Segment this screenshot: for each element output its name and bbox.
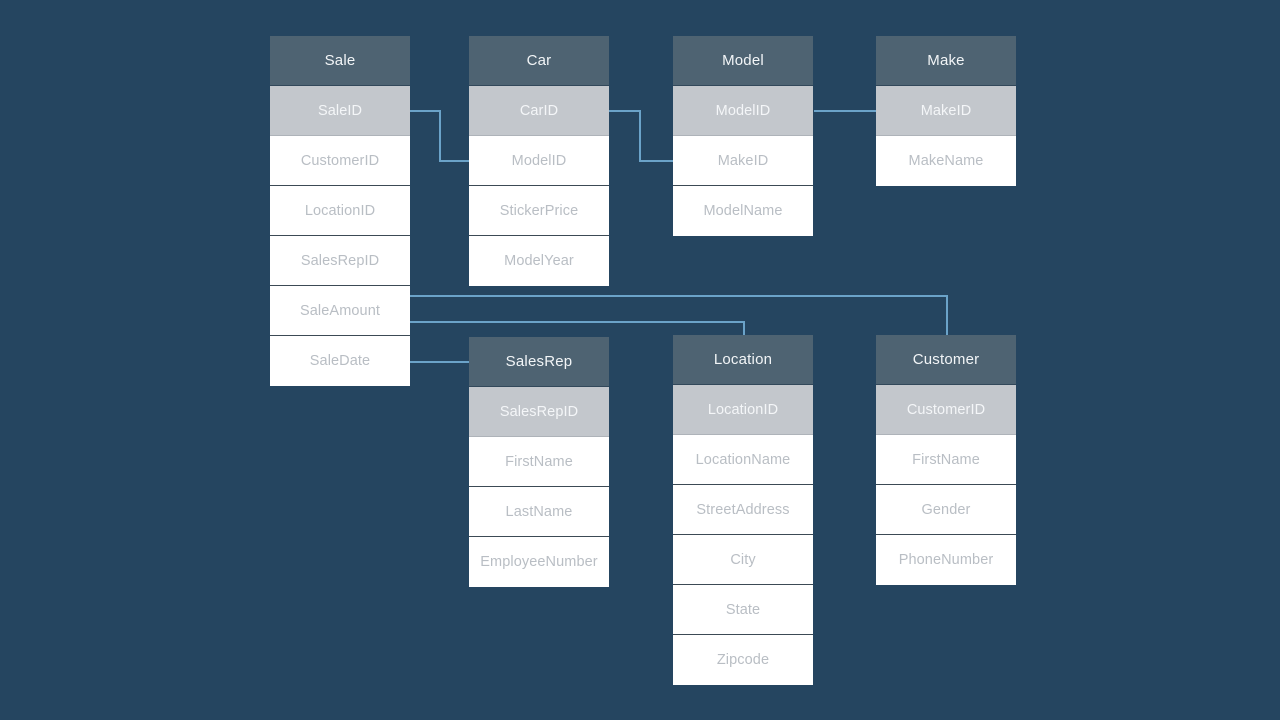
entity-field-primary-key[interactable]: ModelID xyxy=(673,86,813,136)
entity-field[interactable]: ModelYear xyxy=(469,236,609,286)
entity-field[interactable]: SaleAmount xyxy=(270,286,410,336)
entity-field[interactable]: ModelName xyxy=(673,186,813,236)
entity-field[interactable]: MakeID xyxy=(673,136,813,186)
entity-field[interactable]: LastName xyxy=(469,487,609,537)
entity-table-title: Make xyxy=(876,36,1016,86)
entity-field[interactable]: LocationName xyxy=(673,435,813,485)
entity-field[interactable]: City xyxy=(673,535,813,585)
entity-field[interactable]: FirstName xyxy=(469,437,609,487)
entity-field-primary-key[interactable]: MakeID xyxy=(876,86,1016,136)
entity-field-primary-key[interactable]: CarID xyxy=(469,86,609,136)
entity-field[interactable]: ModelID xyxy=(469,136,609,186)
entity-table-title: Customer xyxy=(876,335,1016,385)
relationship-connector-model-makeid-to-car-modelid xyxy=(609,110,673,162)
entity-field[interactable]: EmployeeNumber xyxy=(469,537,609,587)
entity-field[interactable]: Gender xyxy=(876,485,1016,535)
entity-field[interactable]: Zipcode xyxy=(673,635,813,685)
entity-field[interactable]: SalesRepID xyxy=(270,236,410,286)
entity-field[interactable]: StreetAddress xyxy=(673,485,813,535)
entity-field[interactable]: MakeName xyxy=(876,136,1016,186)
entity-table-title: Location xyxy=(673,335,813,385)
entity-field-primary-key[interactable]: SalesRepID xyxy=(469,387,609,437)
entity-field[interactable]: SaleDate xyxy=(270,336,410,386)
entity-field[interactable]: PhoneNumber xyxy=(876,535,1016,585)
entity-field[interactable]: CustomerID xyxy=(270,136,410,186)
relationship-connector-car-modelid-to-sale-saleid xyxy=(410,110,469,162)
entity-table-title: Sale xyxy=(270,36,410,86)
entity-field-primary-key[interactable]: CustomerID xyxy=(876,385,1016,435)
relationship-connector-sale-locationid-to-location xyxy=(410,321,745,335)
entity-table-title: Model xyxy=(673,36,813,86)
entity-field[interactable]: State xyxy=(673,585,813,635)
entity-table-title: SalesRep xyxy=(469,337,609,387)
entity-field-primary-key[interactable]: SaleID xyxy=(270,86,410,136)
entity-field[interactable]: LocationID xyxy=(270,186,410,236)
entity-field[interactable]: StickerPrice xyxy=(469,186,609,236)
entity-table-title: Car xyxy=(469,36,609,86)
entity-field-primary-key[interactable]: LocationID xyxy=(673,385,813,435)
entity-field[interactable]: FirstName xyxy=(876,435,1016,485)
relationship-connector-sale-customerid-to-customer xyxy=(410,295,948,335)
